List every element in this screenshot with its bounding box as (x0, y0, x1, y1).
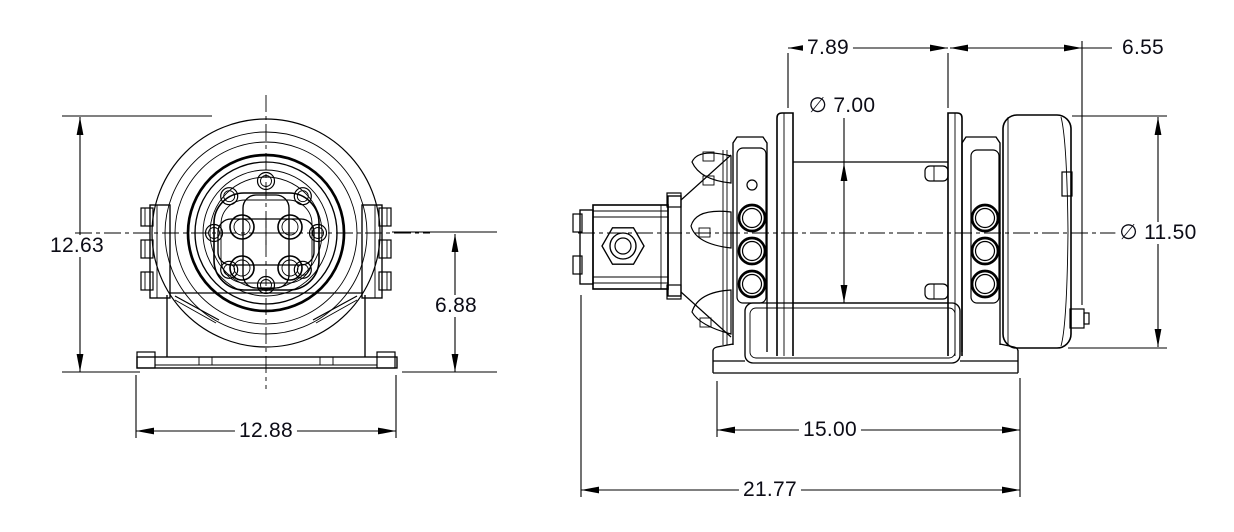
dim-label-front-overall-height: 12.63 (45, 235, 109, 257)
brake-housing (1002, 114, 1090, 349)
right-upright (961, 136, 1019, 372)
front-view (136, 118, 398, 369)
dim-label-side-flange-diameter: ∅ 11.50 (1115, 222, 1201, 244)
dim-label-side-drum-diameter: ∅ 7.00 (804, 95, 880, 117)
front-base (136, 292, 398, 369)
dim-label-front-base-width: 12.88 (234, 420, 298, 442)
dim-side-drum-diameter (840, 118, 848, 303)
dimension-lines (62, 41, 1167, 497)
front-right-mounting-plate (361, 204, 392, 299)
hydraulic-motor (572, 204, 669, 290)
dim-label-side-base-length: 15.00 (798, 419, 862, 441)
side-base (712, 302, 1019, 374)
winch-drum (776, 112, 963, 356)
side-view (572, 112, 1090, 374)
front-left-mounting-plate (140, 204, 171, 299)
dim-side-base-length (716, 378, 1021, 497)
dim-label-side-motor-end-length: 6.55 (1117, 37, 1169, 59)
front-center-hub (213, 192, 320, 291)
front-housing-circles (151, 118, 381, 348)
dim-side-motor-end-length (950, 41, 1112, 305)
centerlines (75, 95, 1125, 389)
dim-label-front-center-to-base: 6.88 (430, 295, 482, 317)
left-upright (712, 136, 768, 372)
dim-label-side-drum-length: 7.89 (802, 37, 854, 59)
dim-label-side-overall-length: 21.77 (738, 479, 802, 501)
motor-mount-bell (666, 150, 732, 345)
dim-side-overall-length (580, 295, 1020, 497)
